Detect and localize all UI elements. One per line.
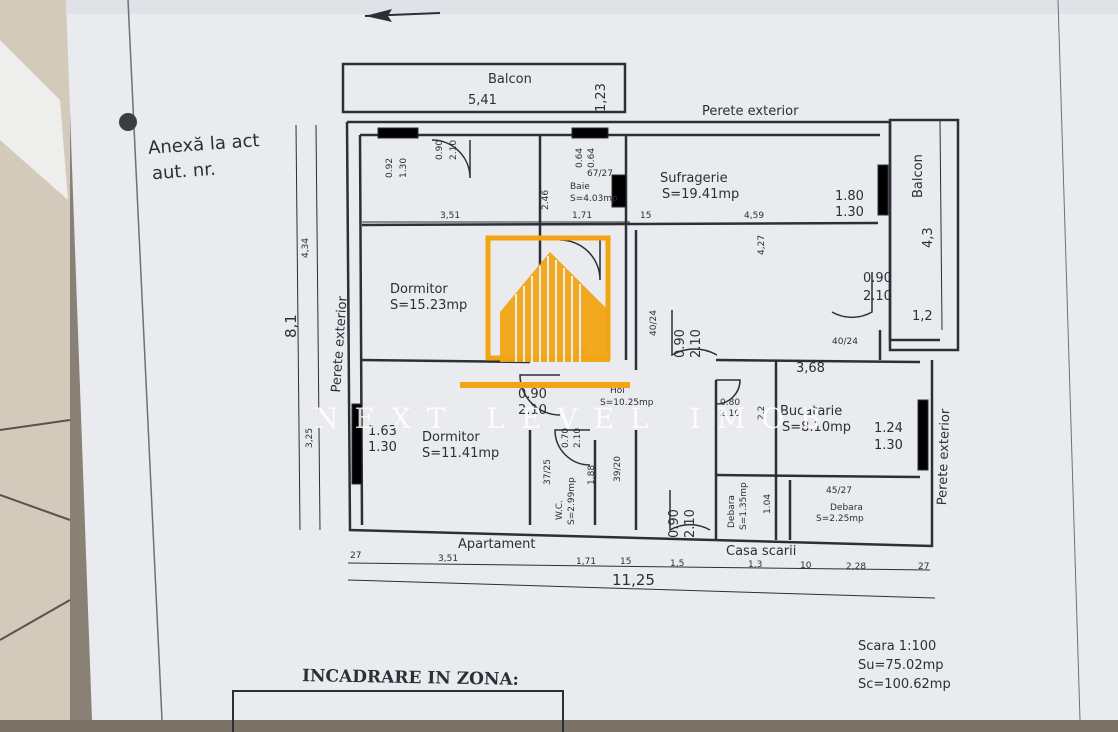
scale-sc: Sc=100.62mp (858, 677, 951, 692)
dim-b-2-28: 2,28 (846, 562, 867, 572)
dim-37-25: 37/25 (543, 459, 553, 485)
dim-w2a: 0.64 (575, 147, 585, 168)
dim-total-height: 8,1 (282, 314, 300, 338)
watermark-logo-icon (460, 235, 630, 388)
dim-w1a: 0.92 (385, 157, 395, 178)
dim-b-27b: 27 (918, 562, 930, 572)
dim-balcon-right: 4,3 (921, 227, 936, 248)
dim-2-46: 2.46 (541, 189, 551, 210)
dim-w5b: 1.30 (874, 438, 903, 453)
baie-area: S=4.03mp (570, 194, 618, 204)
dim-d6b: 2.10 (720, 409, 741, 419)
dim-b-351: 3,51 (438, 554, 459, 564)
dim-d5a: 0.90 (518, 387, 547, 402)
dormitor2-name: Dormitor (422, 430, 480, 445)
dim-balcon-height: 1,23 (594, 83, 609, 112)
dim-427: 4,27 (757, 234, 767, 255)
baie-name: Baie (570, 182, 590, 192)
dim-40-24-a: 40/24 (832, 337, 858, 347)
dim-368: 3,68 (796, 361, 825, 376)
dim-1-2: 1,2 (912, 309, 933, 324)
wc-name: W.C. (555, 500, 565, 520)
dim-434: 4,34 (301, 237, 311, 258)
dim-d6a: 0.80 (720, 398, 741, 408)
hol-name: Hol (610, 386, 625, 396)
dim-w5a: 1.24 (874, 421, 903, 436)
dim-balcon-width: 5,41 (468, 93, 497, 108)
scale-scara: Scara 1:100 (858, 639, 937, 654)
dim-d3a: 0.90 (863, 271, 892, 286)
dim-d3b: 2.10 (863, 289, 892, 304)
debara1-area: S=1.35mp (739, 482, 749, 530)
dim-d1b: 2.10 (449, 139, 459, 160)
dim-w3b: 1.30 (835, 205, 864, 220)
sufragerie-area: S=19.41mp (662, 187, 740, 202)
dim-459: 4,59 (744, 211, 765, 221)
perete-exterior-right: Perete exterior (935, 408, 954, 506)
dim-1-04: 1.04 (763, 493, 773, 514)
dim-171: 1,71 (572, 211, 593, 221)
dim-w2c: 67/27 (587, 169, 613, 179)
dim-total-width: 11,25 (612, 571, 655, 589)
dim-d5b: 2.10 (518, 403, 547, 418)
wc-area: S=2.99mp (567, 477, 577, 525)
balcon-top-label: Balcon (488, 72, 532, 87)
dim-w2b: 0.64 (587, 147, 597, 168)
dim-39-20: 39/20 (613, 456, 623, 482)
debara1-name: Debara (727, 495, 737, 528)
incadrare-heading: INCADRARE IN ZONA: (301, 666, 520, 690)
dim-d7b: 2.10 (689, 329, 704, 358)
annex-line-2: aut. nr. (151, 158, 217, 185)
dim-d8a: 0.90 (667, 509, 682, 538)
debara2-area: S=2.25mp (816, 514, 864, 524)
dim-40-24-b: 40/24 (649, 310, 659, 336)
dim-b-27a: 27 (350, 551, 362, 561)
dim-w3a: 1.80 (835, 189, 864, 204)
bucatarie-name: Bucatarie (780, 404, 843, 419)
dim-w1b: 1.30 (399, 157, 409, 178)
watermark-text: NEXT LEVEL IMOB (314, 402, 837, 435)
incadrare-box (232, 690, 564, 732)
debara2-name: Debara (830, 503, 863, 513)
dim-b-171: 1,71 (576, 557, 597, 567)
balcon-right-label: Balcon (911, 154, 926, 198)
dormitor2-area: S=11.41mp (422, 446, 500, 461)
casa-scarii-label: Casa scarii (726, 544, 797, 559)
dim-w4b: 1.30 (368, 440, 397, 455)
dim-1-88: 1.88 (587, 464, 597, 485)
dormitor1-name: Dormitor (390, 282, 448, 297)
sufragerie-name: Sufragerie (660, 171, 728, 186)
dim-b-1-5: 1,5 (670, 559, 685, 569)
dim-45-27: 45/27 (826, 486, 852, 496)
dim-d8b: 2.10 (683, 509, 698, 538)
perete-exterior-top: Perete exterior (702, 104, 799, 119)
apartament-label: Apartament (458, 537, 536, 552)
dim-b-10: 10 (800, 561, 812, 571)
bucatarie-area: S=8.10mp (782, 420, 852, 435)
dim-15: 15 (640, 211, 652, 221)
hol-area: S=10.25mp (600, 398, 654, 408)
dim-b-15: 15 (620, 557, 632, 567)
dim-w4a: 1.63 (368, 424, 397, 439)
dim-351: 3,51 (440, 211, 461, 221)
dim-d7a: 0.90 (673, 329, 688, 358)
scale-su: Su=75.02mp (858, 658, 944, 673)
dormitor1-area: S=15.23mp (390, 298, 468, 313)
dim-d1a: 0.90 (435, 139, 445, 160)
dim-b-1-3: 1,3 (748, 560, 763, 570)
